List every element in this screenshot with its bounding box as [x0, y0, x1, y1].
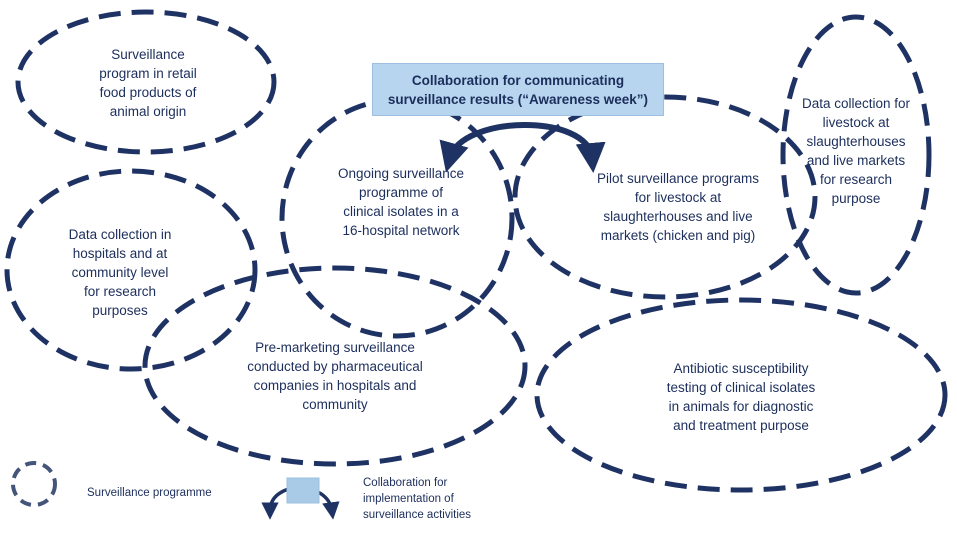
legend-collaboration-label: Collaboration for implementation of surv… [363, 477, 472, 521]
programme-ellipse-retail-food [15, 9, 277, 155]
programme-ellipse-livestock-research [780, 14, 932, 296]
programme-label-pre-marketing: Pre-marketing surveillance conducted by … [247, 340, 423, 412]
collaboration-title-line-1: Collaboration for communicating [411, 72, 625, 88]
programme-label-retail-food: Surveillance program in retail food prod… [99, 47, 197, 119]
collaboration-title-line-2: surveillance results (“Awareness week”) [387, 91, 649, 107]
collaboration-arrow [439, 122, 606, 173]
programme-ellipse-pre-marketing [142, 265, 528, 467]
programme-label-animal-ast: Antibiotic susceptibility testing of cli… [666, 361, 816, 433]
legend-programme-label: Surveillance programme [87, 487, 212, 499]
legend-collaboration-box [286, 477, 320, 504]
programme-ellipse-animal-ast [534, 297, 948, 493]
programme-label-pilot-livestock: Pilot surveillance programs for livestoc… [596, 171, 760, 243]
programme-label-livestock-research: Data collection for livestock at slaught… [801, 96, 911, 206]
programme-label-hospital-community-research: Data collection in hospitals and at comm… [68, 227, 172, 318]
programme-label-hospital-network: Ongoing surveillance programme of clinic… [337, 166, 465, 238]
programme-ellipse-hospital-community-research [4, 168, 258, 372]
legend-programme-ellipse [11, 461, 57, 507]
programme-ellipse-pilot-livestock [512, 94, 818, 300]
collaboration-title-box: Collaboration for communicating surveill… [372, 63, 664, 116]
